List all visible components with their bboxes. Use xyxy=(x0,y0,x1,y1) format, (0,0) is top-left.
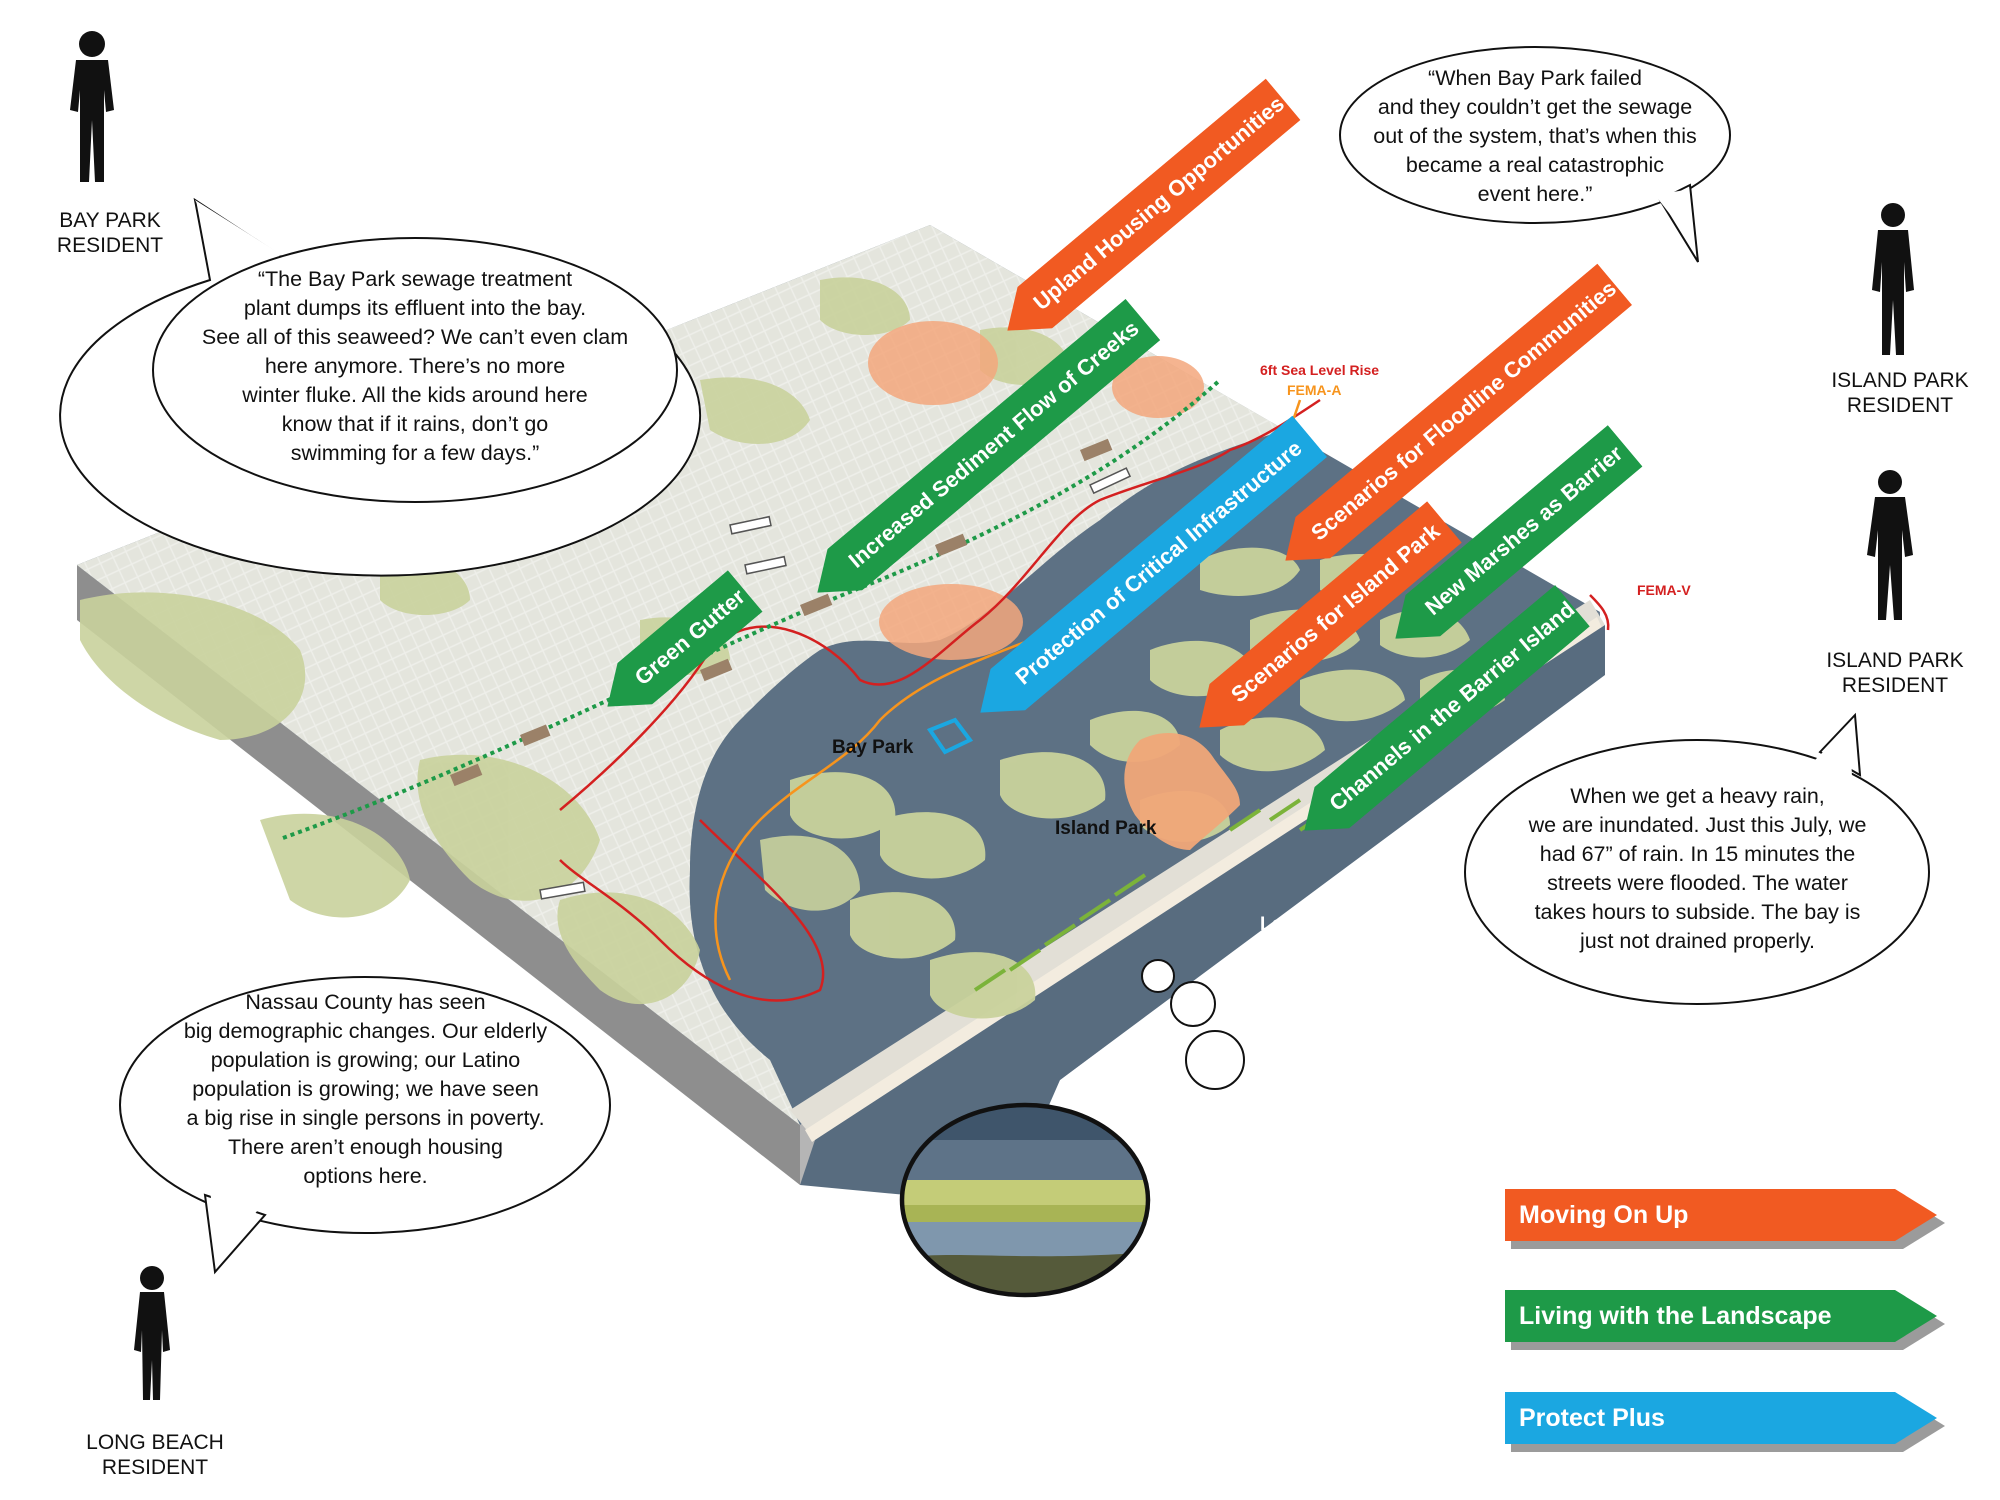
person-label-island-park-mid: ISLAND PARK RESIDENT xyxy=(1826,649,1964,697)
bay-park-plant-marker xyxy=(926,717,974,755)
person-bay-park-silhouette xyxy=(70,31,114,182)
arrow-critical-infra: Protection of Critical Infrastructure xyxy=(963,415,1328,734)
arrow-upland-housing: Upland Housing Opportunities xyxy=(990,78,1301,352)
speech-bubble-bay-park xyxy=(59,197,702,577)
arrow-island-park: Scenarios for Island Park xyxy=(1182,501,1462,748)
barrier-channels xyxy=(973,798,1332,992)
fema-v-line xyxy=(1589,594,1610,631)
green-gutter-line xyxy=(282,378,1222,840)
speech-bubble-island-park-top xyxy=(1339,46,1731,263)
quote-long-beach: Nassau County has seen big demographic c… xyxy=(183,990,548,1188)
person-label-bay-park: BAY PARK RESIDENT xyxy=(56,209,164,257)
arrow-floodline: Scenarios for Floodline Communities xyxy=(1268,263,1633,582)
island-park-zone xyxy=(1124,732,1240,850)
legend-moving-on-up-label: Moving On Up xyxy=(1519,1201,1689,1229)
marsh-photo-thought xyxy=(899,1102,1151,1298)
upland-housing-zone-2 xyxy=(1112,356,1204,418)
label-long-beach: Long Beach xyxy=(1260,914,1369,935)
person-island-park-top-silhouette xyxy=(1872,203,1914,355)
label-bay-park: Bay Park xyxy=(832,737,914,758)
legend-living-landscape: Living with the Landscape xyxy=(1505,1290,1945,1350)
quote-bay-park: “The Bay Park sewage treatment plant dum… xyxy=(201,267,629,465)
thought-dot-1 xyxy=(1141,959,1175,993)
legend-protect-plus-label: Protect Plus xyxy=(1519,1404,1665,1432)
speech-bubble-long-beach xyxy=(119,976,611,1275)
upland-housing-zone-1 xyxy=(868,321,998,405)
arrow-sediment-flow: Increased Sediment Flow of Creeks xyxy=(800,298,1161,614)
thought-dot-2 xyxy=(1170,981,1216,1027)
person-long-beach-silhouette xyxy=(134,1266,170,1400)
person-label-island-park-top: ISLAND PARK RESIDENT xyxy=(1831,369,1969,417)
person-label-long-beach: LONG BEACH RESIDENT xyxy=(86,1431,224,1479)
quote-island-park-top: “When Bay Park failed and they couldn’t … xyxy=(1373,66,1697,206)
legend-moving-on-up: Moving On Up xyxy=(1505,1189,1945,1249)
label-fema-a: FEMA-A xyxy=(1287,382,1342,398)
quote-island-park-mid: When we get a heavy rain, we are inundat… xyxy=(1528,784,1867,953)
legend-protect-plus: Protect Plus xyxy=(1505,1392,1945,1452)
thought-dot-3 xyxy=(1185,1030,1245,1090)
label-island-park: Island Park xyxy=(1055,818,1157,839)
label-fema-v: FEMA-V xyxy=(1637,582,1691,598)
legend-living-landscape-label: Living with the Landscape xyxy=(1519,1302,1832,1330)
bridges xyxy=(539,467,1132,900)
arrow-green-gutter: Green Gutter xyxy=(590,570,763,727)
speech-bubble-island-park-mid xyxy=(1464,712,1930,1005)
upland-housing-zone-3 xyxy=(879,584,1023,660)
parcels xyxy=(450,438,1113,787)
label-sea-level-rise: 6ft Sea Level Rise xyxy=(1260,362,1380,378)
arrow-barrier-channels: Channels in the Barrier Island xyxy=(1287,585,1590,851)
person-island-park-mid-silhouette xyxy=(1867,470,1913,620)
arrow-new-marshes: New Marshes as Barrier xyxy=(1378,425,1643,659)
